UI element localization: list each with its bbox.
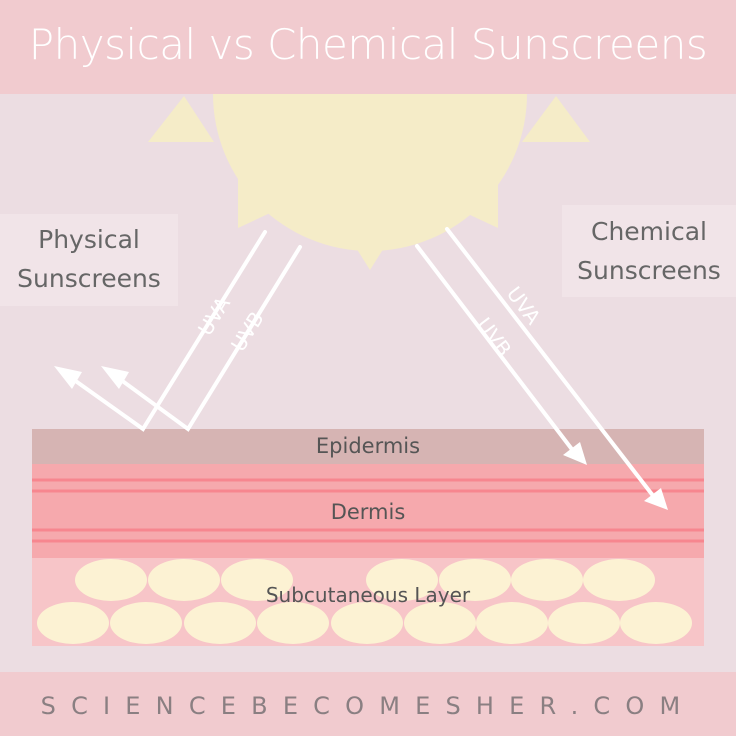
sun xyxy=(148,94,590,270)
physical-label-line1: Physical xyxy=(38,225,140,254)
physical-uva-ray xyxy=(68,230,267,432)
uv-arrowheads xyxy=(54,366,668,510)
sun-ray-left xyxy=(238,170,298,228)
chemical-uva-arrowhead xyxy=(644,488,668,510)
epidermis-layer xyxy=(32,429,704,464)
dermis-lines xyxy=(32,478,704,543)
chemical-label-line1: Chemical xyxy=(591,217,707,246)
sun-ray-far-right xyxy=(522,96,590,142)
sun-ray-center xyxy=(336,216,404,270)
physical-uva-arrowhead xyxy=(54,366,82,389)
epidermis-label: Epidermis xyxy=(315,434,421,458)
physical-label-line2: Sunscreens xyxy=(17,264,161,293)
sun-ray-far-left xyxy=(148,96,214,142)
physical-sunscreens-label: Physical Sunscreens xyxy=(0,214,178,306)
footer-website: SCIENCEBECOMESHER.COM xyxy=(40,692,696,720)
chemical-uvb-ray xyxy=(415,244,576,454)
title-band xyxy=(0,0,736,94)
chemical-uvb-arrowhead xyxy=(563,442,587,465)
fat-cells xyxy=(37,559,692,644)
footer-band xyxy=(0,672,736,736)
physical-uvb-arrowhead xyxy=(101,366,129,389)
chemical-sunscreens-label: Chemical Sunscreens xyxy=(562,205,736,297)
page-title: Physical vs Chemical Sunscreens xyxy=(28,20,708,69)
uv-rays xyxy=(68,227,656,499)
chemical-uva-ray xyxy=(445,227,656,499)
sun-disc xyxy=(213,94,527,251)
chemical-label-line2: Sunscreens xyxy=(577,256,721,285)
dermis-label: Dermis xyxy=(330,500,406,524)
physical-uvb-ray xyxy=(115,245,302,432)
subcutaneous-label: Subcutaneous Layer xyxy=(265,583,471,607)
sun-ray-right xyxy=(438,170,498,228)
